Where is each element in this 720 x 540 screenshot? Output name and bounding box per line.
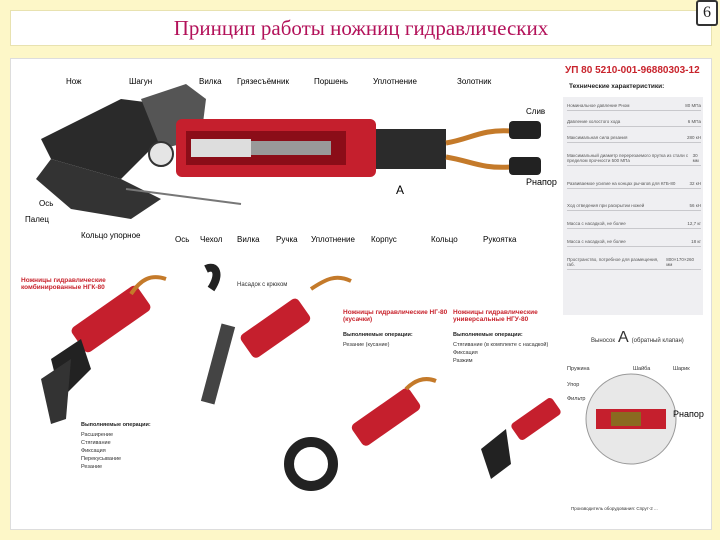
label-fork: Вилка xyxy=(199,77,222,86)
spec-name: Ход отведения при раскрытии ножей xyxy=(567,203,645,208)
tool1-title: Ножницы гидравлические комбинированные Н… xyxy=(21,277,106,291)
spec-value: 18 кг xyxy=(691,239,701,244)
valve-label: Шайба xyxy=(633,366,651,372)
valve-title-letter: А xyxy=(618,329,629,346)
slide-title: Принцип работы ножниц гидравлических xyxy=(173,15,549,40)
valve-label: Шарик xyxy=(673,366,690,372)
spec-value: 800×170×260 мм xyxy=(666,257,694,267)
label-seal: Уплотнение xyxy=(373,77,417,86)
label-pin: Палец xyxy=(25,215,49,224)
spec-name: Давление холостого хода xyxy=(567,119,621,124)
label-shagun: Шагун xyxy=(129,77,153,86)
tool1-op: Стягивание xyxy=(81,440,111,446)
valve-drawing xyxy=(585,373,677,465)
label-grip: Рукоятка xyxy=(483,235,517,244)
label-body: Корпус xyxy=(371,235,397,244)
label-ring: Кольцо xyxy=(431,235,458,244)
label-seal-2: Уплотнение xyxy=(311,235,355,244)
spec-row: Масса с насадкой, не более 18 кг xyxy=(567,239,701,247)
spec-value: 30 мм xyxy=(692,153,699,163)
tool3-title: Ножницы гидравлические универсальные НГУ… xyxy=(453,309,538,323)
label-marker-a: А xyxy=(396,183,405,197)
spec-value: 12,7 кг xyxy=(687,221,701,226)
tool1-op: Резание xyxy=(81,464,103,470)
tool1-ops-title: Выполняемые операции: xyxy=(81,422,151,428)
spec-row: Масса с насадкой, не более 12,7 кг xyxy=(567,221,701,229)
spec-name: Номинальное давление Рном xyxy=(567,103,630,108)
valve-title: Выносок А (обратный клапан) xyxy=(591,329,684,347)
spec-value: 32 кН xyxy=(689,181,701,186)
title-bar: Принцип работы ножниц гидравлических xyxy=(10,10,712,46)
spec-row: Пространство, потребное для размещения, … xyxy=(567,257,701,270)
tool1-drawing xyxy=(41,275,167,424)
slide-number: 6 xyxy=(696,0,718,26)
spec-name: Масса с насадкой, не более xyxy=(567,221,626,226)
label-axle-2: Ось xyxy=(175,235,190,244)
label-knife: Нож xyxy=(66,77,82,86)
label-axle: Ось xyxy=(39,199,54,208)
tool2-drawing xyxy=(200,263,437,491)
spec-name: Максимальный диаметр перерезаемого прутк… xyxy=(567,153,689,163)
label-handle: Ручка xyxy=(276,235,298,244)
label-piston: Поршень xyxy=(314,77,349,86)
spec-panel-subtitle: Технические характеристики: xyxy=(569,83,665,90)
tool3-op: Фиксация xyxy=(453,350,478,356)
tool2-title: Ножницы гидравлические НГ-80 (кусачки) xyxy=(343,309,448,323)
label-thrust-ring: Кольцо упорное xyxy=(81,231,141,240)
valve-label: Фильтр xyxy=(567,396,586,402)
spec-row: Ход отведения при раскрытии ножей 56 кН xyxy=(567,203,701,211)
label-fork-2: Вилка xyxy=(237,235,260,244)
spec-row: Давление холостого хода 6 МПа xyxy=(567,119,701,127)
label-spool: Золотник xyxy=(457,77,492,86)
spec-name: Максимальная сила резания xyxy=(567,135,628,140)
spec-name: Развиваемое усилие на концах рычагов для… xyxy=(567,181,676,186)
spec-value: 280 кН xyxy=(687,135,701,140)
label-dirt-remover: Грязесъёмник xyxy=(237,77,289,86)
spec-row: Номинальное давление Рном 80 МПа xyxy=(567,103,701,111)
spec-panel-title: УП 80 5210-001-96880303-12 xyxy=(565,65,700,76)
footer-note: Производитель оборудования: Спрут-2 ... xyxy=(571,506,658,511)
valve-title-suffix: (обратный клапан) xyxy=(631,338,684,344)
spec-row: Максимальный диаметр перерезаемого прутк… xyxy=(567,153,701,166)
spec-panel xyxy=(563,97,703,315)
tool3-ops-title: Выполняемые операции: xyxy=(453,332,523,338)
valve-label: Упор xyxy=(567,382,580,388)
tool1-op: Расширение xyxy=(81,432,114,438)
poster: Нож Шагун Вилка Грязесъёмник Поршень Упл… xyxy=(10,58,712,530)
main-tool-drawing xyxy=(36,84,541,219)
spec-name: Масса с насадкой, не более xyxy=(567,239,626,244)
spec-value: 56 кН xyxy=(689,203,701,208)
tool3-op: Стягивание (в комплекте с насадкой) xyxy=(453,342,549,348)
spec-row: Максимальная сила резания 280 кН xyxy=(567,135,701,143)
tool2-attachment: Насадок с крюком xyxy=(237,282,288,288)
spec-name: Пространство, потребное для размещения, … xyxy=(567,257,659,267)
spec-row: Развиваемое усилие на концах рычагов для… xyxy=(567,181,701,189)
tool2-ops-title: Выполняемые операции: xyxy=(343,332,413,338)
illustration xyxy=(36,84,677,491)
label-sliv: Слив xyxy=(526,107,546,116)
tool2-op: Резание (кусание) xyxy=(343,342,390,348)
label-napor: Рнапор xyxy=(526,177,557,187)
tool1-op: Перекусывание xyxy=(81,456,122,462)
spec-value: 6 МПа xyxy=(687,119,701,124)
tool3-op: Разжим xyxy=(453,358,473,364)
spec-value: 80 МПа xyxy=(685,103,701,108)
tool1-op: Фиксация xyxy=(81,448,106,454)
valve-napor: Рнапор xyxy=(673,409,704,419)
label-cover: Чехол xyxy=(200,235,223,244)
tool3-drawing xyxy=(481,398,561,479)
valve-title-prefix: Выносок xyxy=(591,338,615,344)
valve-label: Пружина xyxy=(567,366,590,372)
